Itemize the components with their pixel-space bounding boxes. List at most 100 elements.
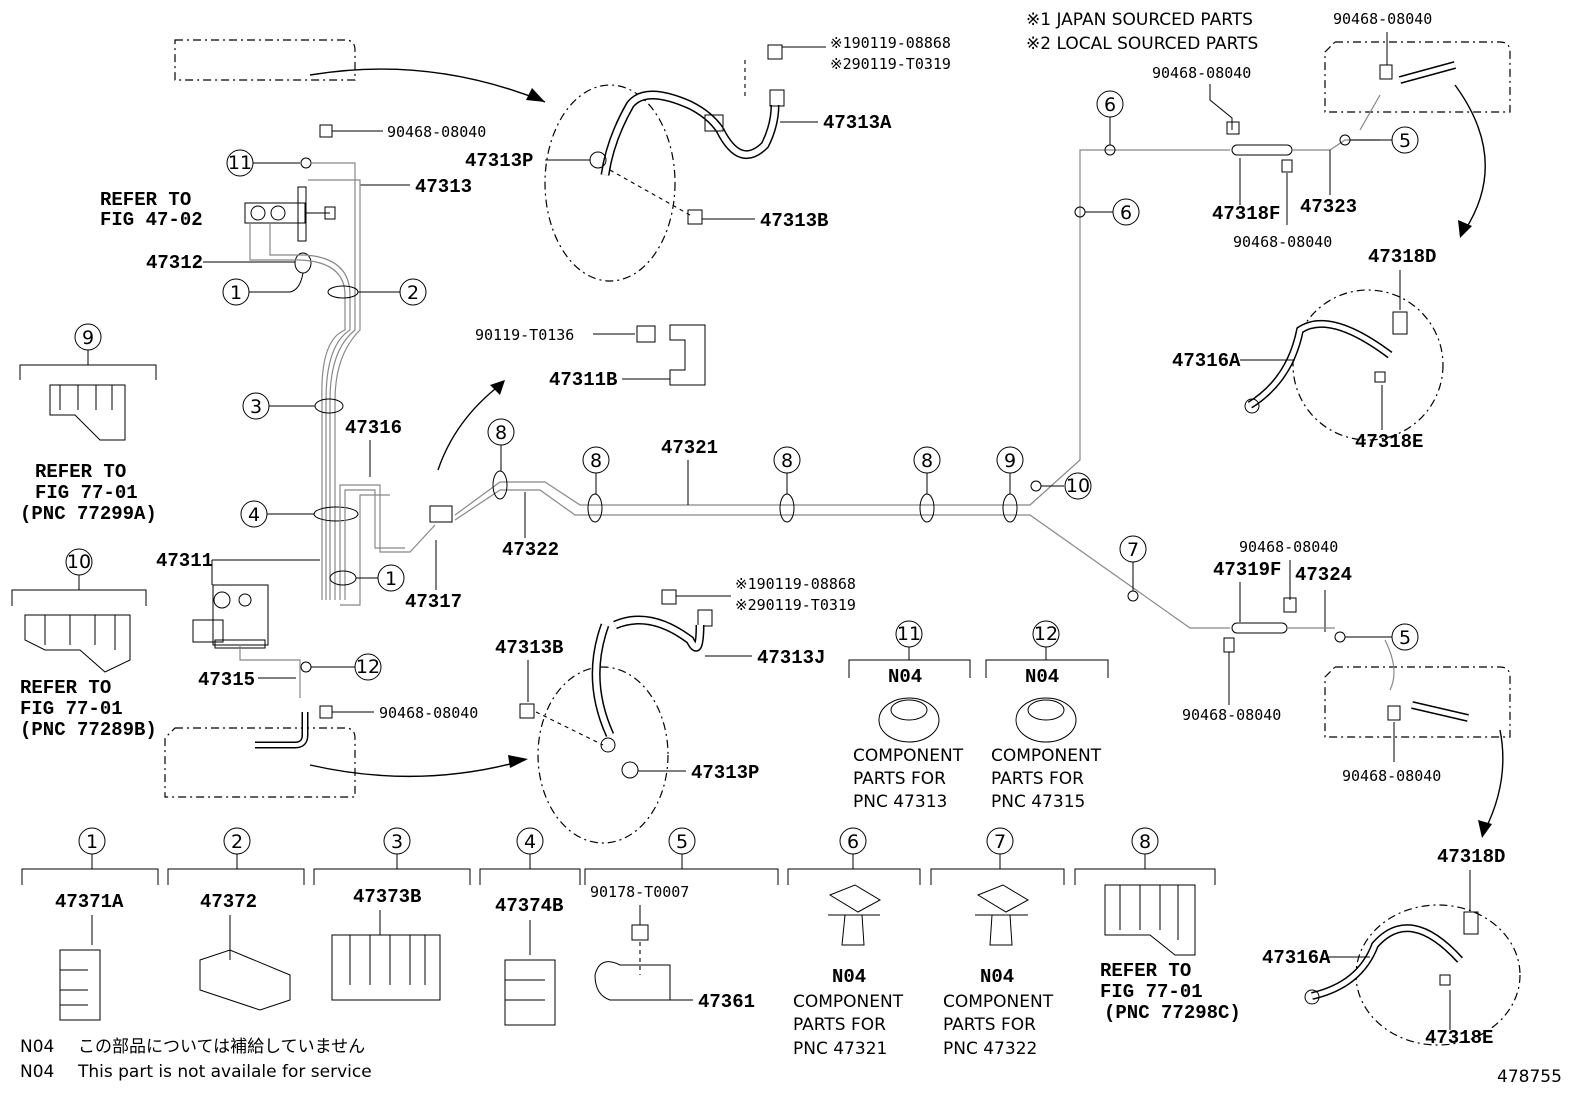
- svg-text:12: 12: [1034, 623, 1058, 645]
- svg-text:1: 1: [86, 831, 98, 853]
- svg-text:PNC 47321: PNC 47321: [793, 1039, 887, 1059]
- footnote-n04-en-text: This part is not availale for service: [77, 1062, 372, 1082]
- svg-text:PNC 47322: PNC 47322: [943, 1039, 1037, 1059]
- clip-icon: [319, 124, 333, 138]
- callout-12-a: [354, 653, 382, 681]
- note-local-sourced: ※2 LOCAL SOURCED PARTS: [1026, 34, 1258, 54]
- svg-text:47373B: 47373B: [353, 886, 421, 908]
- svg-text:9: 9: [82, 327, 94, 349]
- svg-text:7: 7: [994, 831, 1006, 853]
- label-47316A-bot: 47316A: [1262, 947, 1331, 969]
- legend-item-1: 1 47371A: [21, 827, 159, 1021]
- svg-text:(PNC 77289B): (PNC 77289B): [20, 719, 157, 741]
- rear-pipes: [454, 149, 1230, 629]
- label-90119-08868-b: ※190119-08868: [735, 575, 856, 593]
- label-47316A-top: 47316A: [1172, 350, 1241, 372]
- svg-text:12: 12: [356, 656, 380, 678]
- svg-text:N04: N04: [980, 966, 1014, 988]
- svg-text:N04: N04: [1025, 666, 1059, 688]
- svg-text:8: 8: [921, 450, 933, 472]
- label-47318D-bot: 47318D: [1437, 846, 1505, 868]
- master-cylinder-icon: [244, 186, 336, 242]
- label-47323: 47323: [1300, 196, 1357, 218]
- svg-text:COMPONENT: COMPONENT: [793, 992, 904, 1012]
- figure-number: 478755: [1497, 1067, 1562, 1087]
- legend-item-3: 3 47373B: [313, 827, 471, 1001]
- callout-1-b: [377, 564, 405, 592]
- svg-text:5: 5: [676, 831, 688, 853]
- svg-text:8: 8: [590, 450, 602, 472]
- abs-actuator-icon: [192, 584, 269, 649]
- label-47313J: 47313J: [757, 647, 825, 669]
- label-47316: 47316: [345, 417, 402, 439]
- bottom-hose-detail: [519, 589, 713, 844]
- label-90119-08868-a: ※190119-08868: [830, 34, 951, 52]
- svg-text:1: 1: [385, 568, 397, 590]
- svg-text:4: 4: [248, 504, 260, 526]
- arrow-bottom: [309, 759, 526, 778]
- svg-text:7: 7: [1127, 539, 1139, 561]
- legend-item-9: 9 REFER TO FIG 77-01 (PNC 77299A): [19, 323, 157, 525]
- label-47318E-top: 47318E: [1355, 431, 1423, 453]
- connector-47317: [429, 505, 453, 523]
- legend-item-7: 7 N04 COMPONENT PARTS FOR PNC 47322: [930, 827, 1065, 1059]
- label-47313A: 47313A: [823, 112, 892, 134]
- note-japan-sourced: ※1 JAPAN SOURCED PARTS: [1026, 10, 1253, 30]
- callout-11-top: 11: [226, 149, 312, 177]
- svg-text:47372: 47372: [200, 891, 257, 913]
- bottom-right-detail-box: [1324, 666, 1511, 738]
- callout-2: [399, 278, 427, 306]
- union-47318F: [1231, 144, 1293, 156]
- svg-text:8: 8: [1139, 831, 1151, 853]
- label-90468-08040-d: 90468-08040: [1233, 233, 1332, 251]
- flex-hose-bottom-right: [1304, 904, 1521, 1046]
- label-90119-T0136: 90119-T0136: [475, 326, 574, 344]
- svg-text:8: 8: [781, 450, 793, 472]
- svg-text:PNC 47315: PNC 47315: [991, 792, 1085, 812]
- callout-10-a: [1064, 472, 1092, 500]
- ref-fig-47-02-line1: REFER TO: [100, 189, 191, 211]
- flex-hose-top-right: [1244, 289, 1444, 441]
- svg-text:FIG 77-01: FIG 77-01: [1100, 981, 1203, 1003]
- callout-6-b: [1112, 198, 1140, 226]
- footnote-n04-en-code: N04: [20, 1062, 54, 1082]
- union-47319F: [1231, 622, 1288, 634]
- svg-text:47361: 47361: [698, 991, 755, 1013]
- label-47317: 47317: [405, 591, 462, 613]
- svg-text:REFER TO: REFER TO: [35, 461, 126, 483]
- legend-item-6: 6 N04 COMPONENT PARTS FOR PNC 47321: [787, 827, 921, 1059]
- label-47313B-bot: 47313B: [495, 637, 563, 659]
- label-47322: 47322: [502, 539, 559, 561]
- legend-item-5: 5 90178-T0007 47361: [584, 827, 779, 1013]
- svg-text:47374B: 47374B: [495, 895, 563, 917]
- arrow-top: [309, 68, 546, 103]
- label-47321: 47321: [661, 437, 718, 459]
- svg-text:11: 11: [897, 623, 921, 645]
- svg-text:REFER TO: REFER TO: [1100, 960, 1191, 982]
- svg-text:PARTS FOR: PARTS FOR: [943, 1015, 1036, 1035]
- bracket-47311B-icon: [636, 324, 706, 386]
- svg-text:3: 3: [391, 831, 403, 853]
- svg-text:FIG 77-01: FIG 77-01: [20, 698, 123, 720]
- svg-text:PARTS FOR: PARTS FOR: [793, 1015, 886, 1035]
- callout-5-a: [1391, 126, 1419, 154]
- label-47313: 47313: [415, 176, 472, 198]
- svg-text:6: 6: [847, 831, 859, 853]
- label-90468-08040-f: 90468-08040: [1239, 538, 1338, 556]
- footnote-n04-jp-code: N04: [20, 1037, 54, 1057]
- bottom-left-detail-box: 90468-08040: [164, 704, 478, 798]
- label-47311: 47311: [156, 550, 213, 572]
- callout-5-b: [1391, 623, 1419, 651]
- label-47318D-top: 47318D: [1368, 246, 1436, 268]
- svg-text:COMPONENT: COMPONENT: [853, 746, 964, 766]
- label-90119-T0319-a: ※290119-T0319: [830, 55, 951, 73]
- svg-text:REFER TO: REFER TO: [20, 677, 111, 699]
- callout-7-a: [1119, 535, 1147, 563]
- label-90468-08040-a: 90468-08040: [387, 123, 486, 141]
- svg-text:2: 2: [407, 282, 419, 304]
- label-47313B-top: 47313B: [760, 210, 828, 232]
- callout-6-a: [1096, 90, 1124, 118]
- legend-item-12: 12 N04 COMPONENT PARTS FOR PNC 47315: [985, 620, 1109, 812]
- svg-text:(PNC 77299A): (PNC 77299A): [20, 503, 157, 525]
